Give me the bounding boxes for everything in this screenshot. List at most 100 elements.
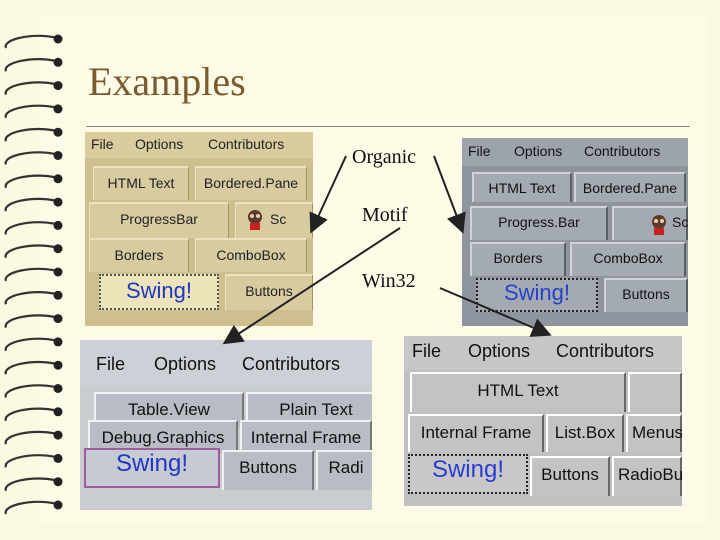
spiral-coil bbox=[4, 500, 59, 515]
title-divider bbox=[86, 126, 690, 127]
slide-title: Examples bbox=[88, 59, 246, 104]
tab-borders[interactable]: Borders bbox=[89, 238, 189, 272]
tab-menus[interactable]: Menus bbox=[626, 414, 682, 452]
spiral-hole bbox=[53, 453, 63, 463]
tab-swing[interactable]: Swing! bbox=[84, 448, 220, 488]
label-win32: Win32 bbox=[362, 270, 416, 292]
spiral-coil bbox=[4, 407, 59, 422]
menu-contributors[interactable]: Contributors bbox=[242, 354, 341, 374]
organic-screenshot: File Options Contributors HTML Text Bord… bbox=[85, 132, 313, 326]
tab-progress-bar[interactable]: ProgressBar bbox=[89, 202, 229, 238]
menu-options[interactable]: Options bbox=[135, 136, 184, 152]
tab-combo-box[interactable]: ComboBox bbox=[570, 242, 686, 276]
menu-bar: File Options Contributors bbox=[80, 340, 372, 386]
spiral-coil bbox=[4, 361, 59, 375]
spiral-coil bbox=[4, 267, 59, 282]
menu-file[interactable]: File bbox=[91, 136, 114, 152]
tab-swing[interactable]: Swing! bbox=[408, 454, 528, 494]
spiral-hole bbox=[53, 244, 63, 254]
spiral-hole bbox=[53, 127, 63, 137]
spiral-hole bbox=[53, 384, 63, 393]
tab-swing[interactable]: Swing! bbox=[99, 274, 219, 310]
tab-combo-box[interactable]: ComboBox bbox=[195, 238, 307, 272]
spiral-coil bbox=[4, 291, 59, 305]
spiral-hole bbox=[53, 81, 63, 91]
tab-scroll[interactable]: Sc bbox=[235, 202, 313, 238]
menu-bar: File Options Contributors bbox=[404, 336, 682, 370]
tab-radio[interactable]: Radi bbox=[316, 450, 372, 490]
tab-bordered-pane[interactable]: Bordered.Pane bbox=[195, 166, 307, 200]
spiral-coil bbox=[4, 244, 59, 259]
spiral-coil bbox=[4, 337, 59, 352]
menu-file[interactable]: File bbox=[412, 341, 442, 361]
menu-options[interactable]: Options bbox=[514, 143, 563, 159]
menu-options[interactable]: Options bbox=[154, 354, 217, 374]
metal-screenshot: File Options Contributors Table.View Pla… bbox=[80, 340, 372, 510]
spiral-hole bbox=[53, 174, 63, 184]
spiral-coil bbox=[4, 104, 59, 119]
tab-buttons[interactable]: Buttons bbox=[222, 450, 314, 490]
spiral-hole bbox=[53, 477, 63, 487]
spiral-hole bbox=[53, 267, 63, 277]
tab-bordered-pane[interactable]: Bordered.Pane bbox=[574, 172, 686, 202]
spiral-coil bbox=[4, 128, 59, 142]
tab-swing[interactable]: Swing! bbox=[476, 278, 598, 312]
spiral-hole bbox=[53, 360, 63, 370]
spiral-hole bbox=[53, 151, 63, 160]
tab-progress-bar[interactable]: Progress.Bar bbox=[470, 206, 608, 240]
tab-buttons[interactable]: Buttons bbox=[225, 274, 313, 310]
label-organic: Organic bbox=[352, 146, 417, 168]
spiral-hole bbox=[53, 290, 63, 300]
spiral-hole bbox=[53, 337, 63, 347]
menu-options[interactable]: Options bbox=[468, 341, 531, 361]
spiral-hole bbox=[53, 34, 63, 44]
spiral-hole bbox=[53, 220, 63, 230]
spiral-coil bbox=[4, 477, 59, 492]
spiral-hole bbox=[53, 104, 63, 114]
tab-internal-frame[interactable]: Internal Frame bbox=[240, 420, 372, 454]
spiral-hole bbox=[53, 197, 63, 207]
menu-file[interactable]: File bbox=[468, 143, 491, 159]
spiral-coil bbox=[4, 174, 59, 189]
tab-radio-buttons[interactable]: RadioBu bbox=[612, 456, 682, 496]
win32-screenshot: File Options Contributors HTML Text Inte… bbox=[404, 336, 682, 506]
tab-scroll[interactable]: Sc bbox=[612, 206, 688, 240]
menu-contributors[interactable]: Contributors bbox=[584, 143, 661, 159]
tab-blank[interactable] bbox=[628, 372, 682, 412]
spiral-coil bbox=[4, 384, 59, 398]
menu-contributors[interactable]: Contributors bbox=[556, 341, 655, 361]
spiral-coil bbox=[4, 81, 59, 96]
spiral-binding-icon bbox=[4, 34, 63, 515]
spiral-coil bbox=[4, 151, 59, 165]
menu-contributors[interactable]: Contributors bbox=[208, 136, 285, 152]
menu-file[interactable]: File bbox=[96, 354, 126, 374]
spiral-coil bbox=[4, 314, 59, 329]
tab-html-text[interactable]: HTML Text bbox=[410, 372, 626, 412]
tab-scroll-label: Sc bbox=[672, 214, 688, 230]
duke-icon bbox=[246, 209, 264, 231]
motif-screenshot: File Options Contributors HTML Text Bord… bbox=[462, 138, 688, 326]
spiral-hole bbox=[53, 430, 63, 440]
spiral-coil bbox=[4, 221, 59, 235]
tab-borders[interactable]: Borders bbox=[470, 242, 566, 276]
tab-list-box[interactable]: List.Box bbox=[546, 414, 624, 452]
tab-buttons[interactable]: Buttons bbox=[530, 456, 610, 496]
spiral-coil bbox=[4, 454, 59, 468]
tab-buttons[interactable]: Buttons bbox=[604, 278, 688, 312]
spiral-hole bbox=[53, 314, 63, 324]
tab-html-text[interactable]: HTML Text bbox=[93, 166, 189, 200]
tab-scroll-label: Sc bbox=[270, 211, 287, 227]
label-motif: Motif bbox=[362, 204, 408, 226]
duke-icon bbox=[650, 214, 668, 236]
tab-html-text[interactable]: HTML Text bbox=[472, 172, 572, 202]
spiral-coil bbox=[4, 430, 59, 445]
menu-bar: File Options Contributors bbox=[85, 132, 313, 158]
spiral-coil bbox=[4, 34, 59, 49]
tab-internal-frame[interactable]: Internal Frame bbox=[408, 414, 544, 452]
spiral-hole bbox=[53, 407, 63, 417]
spiral-coil bbox=[4, 197, 59, 212]
spiral-hole bbox=[53, 500, 63, 510]
spiral-coil bbox=[4, 58, 59, 72]
menu-bar: File Options Contributors bbox=[462, 138, 688, 166]
spiral-hole bbox=[53, 57, 63, 67]
